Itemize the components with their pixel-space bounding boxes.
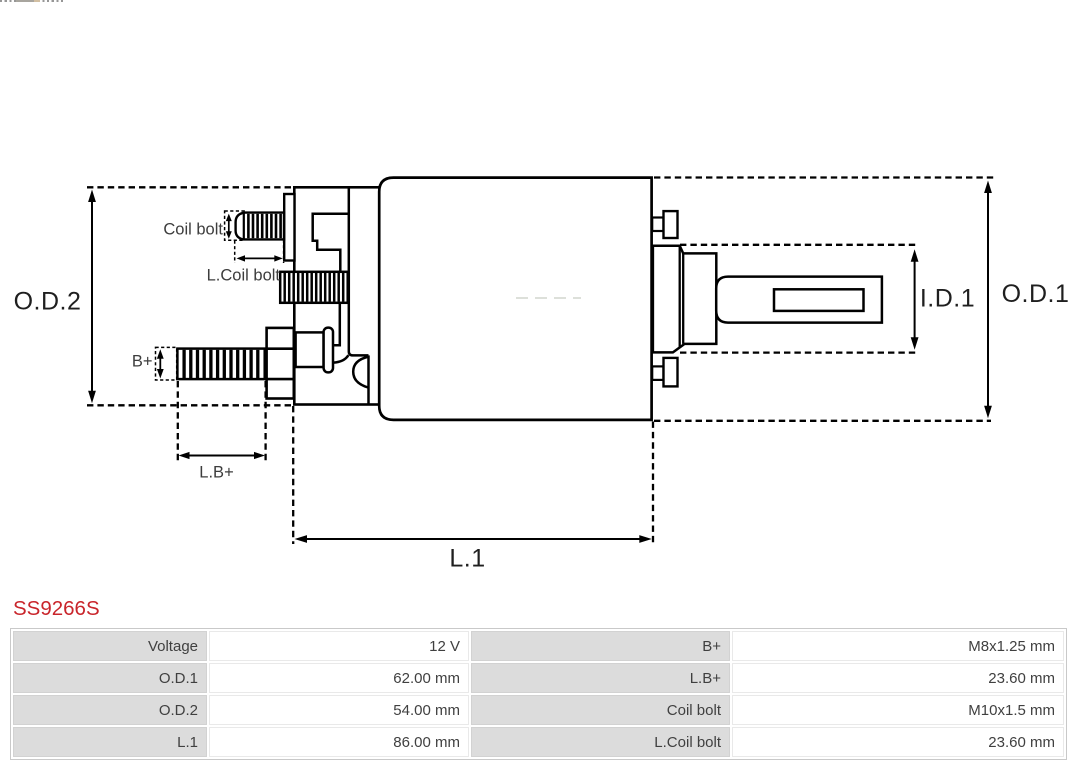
svg-text:L.Coil bolt: L.Coil bolt (207, 267, 281, 285)
svg-text:B+: B+ (132, 353, 153, 371)
svg-text:L.B+: L.B+ (199, 464, 233, 482)
svg-text:O.D.1: O.D.1 (1002, 280, 1070, 308)
svg-text:L.1: L.1 (449, 545, 485, 573)
svg-text:Coil bolt: Coil bolt (163, 221, 223, 239)
svg-text:O.D.2: O.D.2 (14, 288, 82, 316)
svg-text:I.D.1: I.D.1 (920, 285, 975, 313)
